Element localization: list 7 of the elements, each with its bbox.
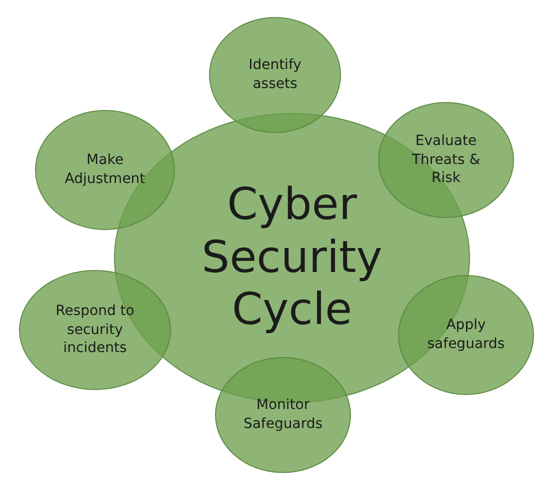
center-title: Cyber Security Cycle [200, 178, 384, 338]
step-label: Monitor Safeguards [242, 396, 324, 434]
step-label: Respond to security incidents [54, 302, 136, 358]
step-label: Make Adjustment [64, 151, 146, 189]
step-label: Evaluate Threats & Risk [410, 132, 482, 188]
step-label: Identify assets [248, 56, 302, 94]
step-label: Apply safeguards [426, 316, 506, 354]
